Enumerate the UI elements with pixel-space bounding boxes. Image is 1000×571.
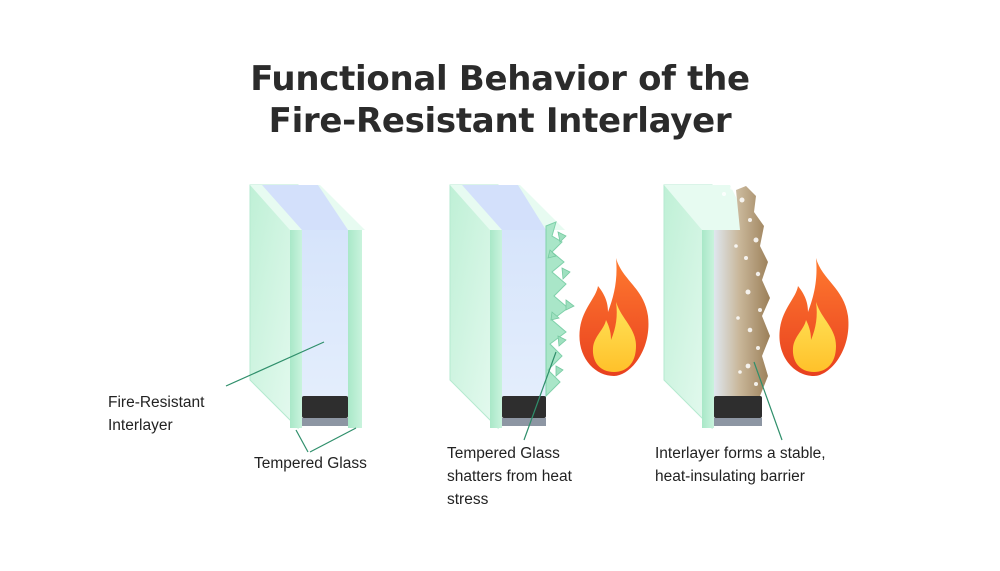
glass-sheet-left — [702, 230, 714, 428]
barrier-leader — [753, 361, 783, 441]
title-line-2: Fire-Resistant Interlayer — [268, 101, 732, 141]
edge-seal — [714, 418, 762, 426]
page-title: Functional Behavior of the Fire-Resistan… — [0, 58, 1000, 142]
panel-intact — [225, 184, 365, 453]
edge-seal — [502, 418, 546, 426]
panel-shattering — [449, 184, 649, 441]
shatter-caption-line-1: Tempered Glass — [447, 445, 560, 462]
glass-top-edge — [664, 185, 752, 230]
glass-sheet-left — [490, 230, 502, 428]
interlayer-label-line-1: Fire-Resistant — [108, 394, 205, 411]
interlayer-core — [302, 230, 348, 402]
glass-sheet-left — [290, 230, 302, 428]
panel-insulating — [663, 184, 849, 441]
title-line-1: Functional Behavior of the — [250, 59, 750, 99]
glass-shards — [547, 231, 575, 377]
barrier-caption-line-2: heat-insulating barrier — [655, 468, 805, 485]
barrier-caption: Interlayer forms a stable, heat-insulati… — [655, 442, 826, 488]
edge-spacer — [714, 396, 762, 418]
shatter-caption-line-3: stress — [447, 491, 489, 508]
foam-bubbles — [722, 186, 762, 386]
interlayer-leader — [225, 341, 325, 387]
glass-sheet-right — [348, 230, 362, 428]
shatter-leader — [523, 351, 557, 441]
flame-icon — [579, 258, 649, 376]
interlayer-label: Fire-Resistant Interlayer — [108, 391, 204, 437]
tempered-glass-label: Tempered Glass — [254, 452, 367, 475]
edge-seal — [302, 418, 348, 426]
interlayer-label-line-2: Interlayer — [108, 417, 173, 434]
glass-leader-b — [309, 427, 357, 453]
barrier-caption-line-1: Interlayer forms a stable, — [655, 445, 826, 462]
interlayer-top — [262, 185, 348, 230]
tempered-glass-label-text: Tempered Glass — [254, 455, 367, 472]
shatter-caption: Tempered Glass shatters from heat stress — [447, 442, 572, 511]
edge-spacer — [302, 396, 348, 418]
interlayer-core — [502, 230, 546, 402]
glass-leader-a — [295, 429, 309, 453]
edge-spacer — [502, 396, 546, 418]
flame-icon — [779, 258, 849, 376]
interlayer-top — [462, 185, 546, 230]
shatter-caption-line-2: shatters from heat — [447, 468, 572, 485]
